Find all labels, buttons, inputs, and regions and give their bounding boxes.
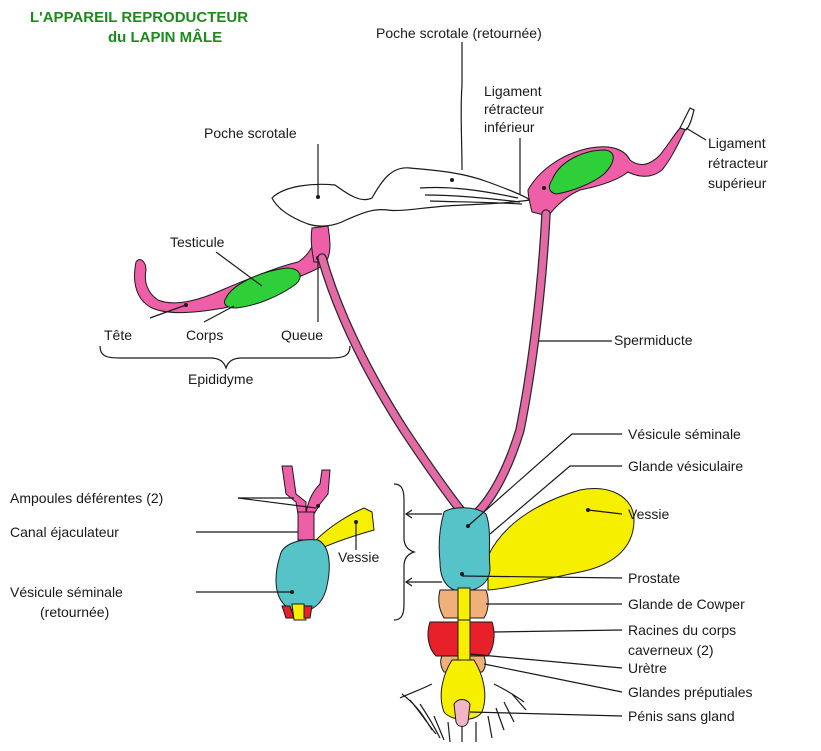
label-racines-2: caverneux (2) — [628, 642, 714, 658]
label-ligament-inferieur-1: Ligament — [484, 83, 542, 99]
leader-testicule — [216, 252, 262, 286]
label-poche-scrotale-retournee: Poche scrotale (retournée) — [376, 25, 542, 41]
title-line-2: du LAPIN MÂLE — [108, 28, 222, 46]
label-testicule: Testicule — [170, 234, 225, 250]
label-ligament-superieur-2: rétracteur — [708, 155, 768, 171]
bracket-inset — [394, 484, 414, 620]
leader-ligament-superieur — [686, 128, 706, 140]
epididymis-right — [528, 128, 686, 216]
inset-red-right — [304, 606, 312, 618]
label-vesicule-seminale: Vésicule séminale — [628, 426, 741, 442]
label-tete: Tête — [104, 327, 132, 343]
label-vesicule-retournee-1: Vésicule séminale — [10, 584, 123, 600]
leader-penis — [470, 712, 622, 716]
glande-cowper[interactable] — [470, 590, 488, 618]
penis-tip — [454, 700, 470, 727]
label-queue: Queue — [281, 327, 323, 343]
label-vessie-inset: Vessie — [338, 549, 379, 565]
uretre-through — [458, 620, 470, 660]
ligament-superieur-shape — [680, 108, 694, 130]
label-ligament-superieur-3: supérieur — [708, 175, 767, 191]
label-prostate: Prostate — [628, 570, 680, 586]
inset-canal — [298, 512, 314, 540]
uretre-upper — [458, 588, 470, 622]
label-ligament-inferieur-2: rétracteur — [484, 101, 544, 117]
label-penis: Pénis sans gland — [628, 708, 735, 724]
inset-dot-ampoule — [316, 504, 320, 508]
vessie-main[interactable] — [488, 488, 634, 590]
title-line-1: L'APPAREIL REPRODUCTEUR — [30, 9, 248, 26]
brace-epididyme — [100, 346, 350, 368]
label-vessie: Vessie — [628, 506, 669, 522]
label-ligament-superieur-1: Ligament — [708, 135, 766, 151]
label-glandes-preputiales: Glandes préputiales — [628, 684, 753, 700]
label-glande-cowper: Glande de Cowper — [628, 596, 745, 612]
label-racines-1: Racines du corps — [628, 622, 736, 638]
vesicule-dot-2 — [460, 572, 464, 576]
label-glande-vesiculaire: Glande vésiculaire — [628, 458, 743, 474]
label-vesicule-retournee-2: (retournée) — [40, 604, 109, 620]
inset-vesicule-seminale[interactable] — [276, 540, 329, 612]
leader-poche-scrotale-retournee — [461, 42, 462, 170]
label-poche-scrotale: Poche scrotale — [204, 125, 297, 141]
leader-racines — [494, 630, 622, 632]
leader-glandes-preputiales — [484, 664, 622, 692]
spermiducte-left-edge — [322, 258, 462, 512]
spermiducte-right-edge — [478, 214, 546, 512]
spermiducte-left — [322, 258, 462, 512]
label-corps: Corps — [186, 327, 223, 343]
label-ligament-inferieur-3: inférieur — [484, 119, 535, 135]
label-spermiducte: Spermiducte — [614, 332, 693, 348]
label-uretre: Urètre — [628, 660, 667, 676]
prostate-left[interactable] — [439, 590, 458, 618]
scrotal-pouch-left — [272, 168, 530, 226]
label-canal: Canal éjaculateur — [10, 524, 119, 540]
label-ampoules: Ampoules déférentes (2) — [10, 490, 163, 506]
epididymis-right-dot — [542, 186, 546, 190]
inset-vessie[interactable] — [316, 508, 374, 548]
vesicule-seminale-main[interactable] — [439, 508, 490, 592]
scrotal-dot-right — [450, 178, 454, 182]
label-epididyme: Epididyme — [188, 371, 254, 387]
testis-left[interactable] — [224, 268, 300, 308]
